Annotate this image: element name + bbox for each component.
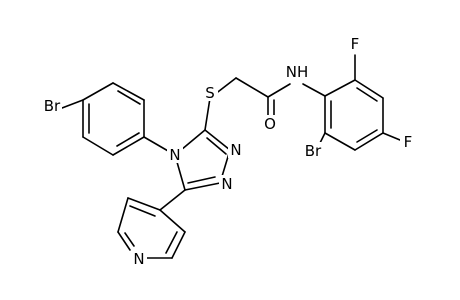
bond xyxy=(206,137,227,155)
atom-triazole-n1: N xyxy=(219,175,235,193)
atom-label-triazole-n1: N xyxy=(221,175,232,193)
bond xyxy=(165,231,178,254)
bond xyxy=(117,197,129,233)
bond xyxy=(319,132,326,144)
atom-f-top: F xyxy=(347,35,363,53)
bond xyxy=(159,189,186,211)
atom-nh: NH xyxy=(284,63,310,81)
atom-labels: Br S NH F F Br O N xyxy=(42,35,416,268)
bond xyxy=(356,129,378,143)
bond xyxy=(302,83,326,97)
atom-sulfur: S xyxy=(202,84,218,102)
bond xyxy=(129,205,156,217)
atom-label-triazole-n4: N xyxy=(169,146,180,164)
bond xyxy=(356,87,378,102)
bond xyxy=(171,231,186,259)
atom-label-f-top: F xyxy=(351,35,360,53)
atom-label-pyridine-n: N xyxy=(133,250,144,268)
atom-label-br-anilide: Br xyxy=(305,142,322,160)
bond xyxy=(127,197,161,211)
atom-label-carbonyl-o: O xyxy=(264,115,276,133)
atom-label-br-phenyl: Br xyxy=(44,97,61,115)
atom-triazole-n2: N xyxy=(228,141,244,159)
bond xyxy=(235,77,269,98)
atom-triazole-n4: N xyxy=(167,146,183,164)
bond xyxy=(61,99,84,109)
bond xyxy=(204,129,231,151)
bond xyxy=(82,82,114,101)
atom-label-sulfur: S xyxy=(205,84,215,102)
bond xyxy=(267,83,291,98)
atom-br-phenyl: Br xyxy=(42,97,62,115)
atom-f-right: F xyxy=(400,133,416,151)
bond xyxy=(382,132,401,141)
atom-br-anilide: Br xyxy=(302,142,324,160)
bond xyxy=(117,90,141,105)
bond xyxy=(116,132,140,147)
atom-label-nh: NH xyxy=(286,63,309,81)
bond xyxy=(112,136,145,156)
atom-carbonyl-o: O xyxy=(262,115,278,133)
bond xyxy=(184,182,221,191)
bond xyxy=(112,82,145,101)
atom-label-triazole-n2: N xyxy=(230,141,241,159)
atom-pyridine-n: N xyxy=(131,250,147,268)
bond xyxy=(117,231,131,251)
bond xyxy=(324,132,356,151)
bond xyxy=(354,79,384,99)
bond xyxy=(82,136,114,156)
atom-label-f-right: F xyxy=(404,133,413,151)
bond xyxy=(354,132,384,151)
bond xyxy=(204,97,211,131)
bond xyxy=(124,232,135,247)
bond xyxy=(187,176,216,184)
bond xyxy=(159,209,186,233)
bond xyxy=(324,79,356,97)
